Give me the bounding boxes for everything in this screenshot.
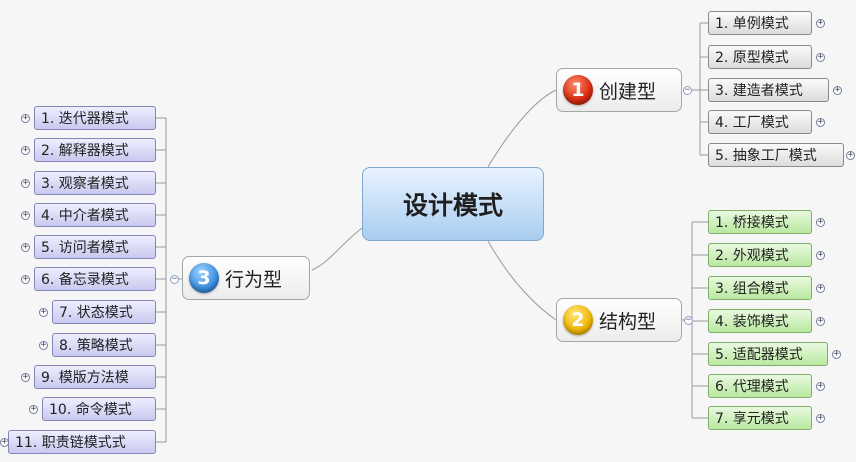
leaf-label: 5. 抽象工厂模式 bbox=[715, 148, 817, 164]
leaf-label: 5. 访问者模式 bbox=[41, 240, 129, 256]
branch-label: 结构型 bbox=[599, 310, 657, 333]
branch-structural[interactable]: 2 结构型 bbox=[556, 298, 682, 342]
expand-icon[interactable]: + bbox=[29, 404, 38, 414]
number-badge-icon: 2 bbox=[563, 305, 593, 335]
collapse-icon[interactable]: − bbox=[170, 274, 179, 284]
leaf-label: 3. 组合模式 bbox=[715, 281, 789, 297]
expand-icon[interactable]: + bbox=[21, 113, 30, 123]
leaf-label: 2. 解释器模式 bbox=[41, 143, 129, 159]
expand-icon[interactable]: + bbox=[21, 372, 30, 382]
leaf-observer[interactable]: 3. 观察者模式 bbox=[34, 171, 156, 195]
leaf-label: 4. 装饰模式 bbox=[715, 314, 789, 330]
expand-icon[interactable]: + bbox=[816, 250, 825, 260]
leaf-iterator[interactable]: 1. 迭代器模式 bbox=[34, 106, 156, 130]
leaf-label: 11. 职责链模式式 bbox=[15, 435, 126, 451]
leaf-label: 3. 建造者模式 bbox=[715, 83, 803, 99]
leaf-template-method[interactable]: 9. 模版方法模 bbox=[34, 365, 156, 389]
collapse-icon[interactable]: − bbox=[684, 315, 693, 325]
leaf-label: 8. 策略模式 bbox=[59, 338, 133, 354]
expand-icon[interactable]: + bbox=[21, 210, 30, 220]
leaf-label: 5. 适配器模式 bbox=[715, 347, 803, 363]
branch-label: 创建型 bbox=[599, 80, 657, 103]
branch-label: 行为型 bbox=[225, 268, 283, 291]
leaf-abstract-factory[interactable]: 5. 抽象工厂模式 bbox=[708, 143, 844, 167]
leaf-label: 4. 工厂模式 bbox=[715, 115, 789, 131]
leaf-mediator[interactable]: 4. 中介者模式 bbox=[34, 203, 156, 227]
number-badge-icon: 1 bbox=[563, 75, 593, 105]
expand-icon[interactable]: + bbox=[846, 150, 855, 160]
leaf-label: 7. 享元模式 bbox=[715, 411, 789, 427]
expand-icon[interactable]: + bbox=[21, 242, 30, 252]
expand-icon[interactable]: + bbox=[39, 340, 48, 350]
expand-icon[interactable]: + bbox=[816, 381, 825, 391]
collapse-icon[interactable]: − bbox=[683, 85, 692, 95]
number-badge-icon: 3 bbox=[189, 263, 219, 293]
leaf-label: 2. 外观模式 bbox=[715, 248, 789, 264]
expand-icon[interactable]: + bbox=[816, 117, 825, 127]
expand-icon[interactable]: + bbox=[21, 274, 30, 284]
expand-icon[interactable]: + bbox=[832, 349, 841, 359]
leaf-state[interactable]: 7. 状态模式 bbox=[52, 300, 156, 324]
expand-icon[interactable]: + bbox=[833, 85, 842, 95]
leaf-label: 2. 原型模式 bbox=[715, 50, 789, 66]
leaf-composite[interactable]: 3. 组合模式 bbox=[708, 276, 812, 300]
root-topic[interactable]: 设计模式 bbox=[362, 167, 544, 241]
branch-creational[interactable]: 1 创建型 bbox=[556, 68, 682, 112]
expand-icon[interactable]: + bbox=[816, 283, 825, 293]
leaf-decorator[interactable]: 4. 装饰模式 bbox=[708, 309, 812, 333]
leaf-label: 4. 中介者模式 bbox=[41, 208, 129, 224]
branch-behavioral[interactable]: 3 行为型 bbox=[182, 256, 310, 300]
expand-icon[interactable]: + bbox=[0, 437, 9, 447]
leaf-builder[interactable]: 3. 建造者模式 bbox=[708, 78, 829, 102]
expand-icon[interactable]: + bbox=[816, 217, 825, 227]
expand-icon[interactable]: + bbox=[816, 18, 825, 28]
root-topic-label: 设计模式 bbox=[402, 191, 503, 220]
leaf-interpreter[interactable]: 2. 解释器模式 bbox=[34, 138, 156, 162]
leaf-visitor[interactable]: 5. 访问者模式 bbox=[34, 235, 156, 259]
leaf-label: 6. 代理模式 bbox=[715, 379, 789, 395]
leaf-bridge[interactable]: 1. 桥接模式 bbox=[708, 210, 812, 234]
leaf-adapter[interactable]: 5. 适配器模式 bbox=[708, 342, 828, 366]
expand-icon[interactable]: + bbox=[21, 178, 30, 188]
leaf-label: 9. 模版方法模 bbox=[41, 370, 129, 386]
leaf-label: 1. 单例模式 bbox=[715, 16, 789, 32]
leaf-label: 10. 命令模式 bbox=[49, 402, 132, 418]
leaf-singleton[interactable]: 1. 单例模式 bbox=[708, 11, 812, 35]
expand-icon[interactable]: + bbox=[39, 307, 48, 317]
expand-icon[interactable]: + bbox=[816, 413, 825, 423]
leaf-chain-of-responsibility[interactable]: 11. 职责链模式式 bbox=[8, 430, 156, 454]
leaf-strategy[interactable]: 8. 策略模式 bbox=[52, 333, 156, 357]
leaf-facade[interactable]: 2. 外观模式 bbox=[708, 243, 812, 267]
leaf-label: 6. 备忘录模式 bbox=[41, 272, 129, 288]
leaf-factory[interactable]: 4. 工厂模式 bbox=[708, 110, 812, 134]
leaf-proxy[interactable]: 6. 代理模式 bbox=[708, 374, 812, 398]
leaf-command[interactable]: 10. 命令模式 bbox=[42, 397, 156, 421]
leaf-label: 3. 观察者模式 bbox=[41, 176, 129, 192]
leaf-label: 1. 桥接模式 bbox=[715, 215, 789, 231]
leaf-label: 7. 状态模式 bbox=[59, 305, 133, 321]
expand-icon[interactable]: + bbox=[816, 316, 825, 326]
expand-icon[interactable]: + bbox=[21, 145, 30, 155]
leaf-flyweight[interactable]: 7. 享元模式 bbox=[708, 406, 812, 430]
leaf-label: 1. 迭代器模式 bbox=[41, 111, 129, 127]
leaf-memento[interactable]: 6. 备忘录模式 bbox=[34, 267, 156, 291]
expand-icon[interactable]: + bbox=[816, 52, 825, 62]
leaf-prototype[interactable]: 2. 原型模式 bbox=[708, 45, 812, 69]
